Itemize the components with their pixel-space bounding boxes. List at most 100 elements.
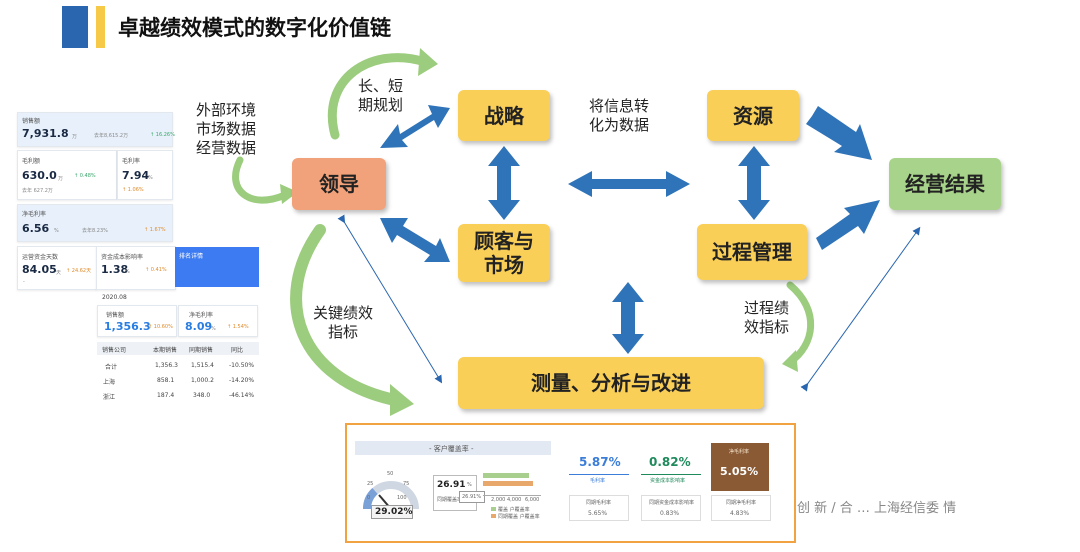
curve-process-measure <box>786 281 815 366</box>
coverage-sub: 同期覆盖率 <box>437 497 463 503</box>
arrow-center-horizontal <box>568 171 690 197</box>
card-net[interactable]: 净毛利率 6.56 % 去年8.23% ↑ 1.67% <box>17 204 173 242</box>
kpi3-sub-value: 4.83% <box>730 510 750 517</box>
card-sales-ly: 去年8,615.2万 <box>94 133 129 139</box>
gauge-tick-50: 50 <box>387 471 394 477</box>
card-gross[interactable]: 毛利额 630.0 万 ↑ 0.48% 去年 627.2万 <box>17 150 117 200</box>
arrow-resource-result <box>806 106 872 160</box>
month-net-label: 净毛利率 <box>189 312 214 319</box>
label-process-kpi: 过程绩 效指标 <box>744 299 790 336</box>
dashboard-date: 2020.08 <box>102 294 127 301</box>
node-strategy[interactable]: 战略 <box>458 90 550 141</box>
table-row-total-yoy: -10.50% <box>229 362 255 369</box>
legend-1: 覆盖 户覆盖率 <box>498 507 530 513</box>
th-company: 销售公司 <box>102 347 127 354</box>
node-leader[interactable]: 领导 <box>292 158 386 210</box>
node-resource[interactable]: 资源 <box>707 90 799 141</box>
th-yoy: 同比 <box>231 347 244 354</box>
card-month-net[interactable]: 净毛利率 8.09 % ↑ 1.54% <box>178 305 258 337</box>
legend-swatch-2 <box>491 514 496 518</box>
card-cost-label: 资金成本影响率 <box>101 254 144 261</box>
card-gross-rate[interactable]: 毛利率 7.94 % ↑ 1.06% <box>117 150 173 200</box>
kpi2-value: 0.82% <box>649 455 691 469</box>
kpi2-underline <box>641 474 701 475</box>
th-current: 本期销售 <box>153 347 178 354</box>
card-cost[interactable]: 资金成本影响率 1.38 % ↑ 0.41% <box>96 246 176 290</box>
curve-leader-planning <box>327 53 430 140</box>
coverage-tip: 26.91% <box>459 491 485 503</box>
gauge-tick-0: 0 <box>367 495 371 501</box>
legend-2: 同期覆盖 户覆盖率 <box>498 514 540 520</box>
page-title: 卓越绩效模式的数字化价值链 <box>118 16 391 40</box>
table-row-zj-prior: 348.0 <box>193 392 211 399</box>
bar-tick-4000: 4,000 <box>507 497 522 503</box>
card-gross-value: 630.0 <box>22 169 57 182</box>
arrow-leader-strategy <box>380 105 450 148</box>
curve-head-planning <box>418 48 438 76</box>
month-net-pct: ↑ 1.54% <box>227 324 249 330</box>
kpi1-sub-label: 同期毛利率 <box>586 500 612 506</box>
curve-head-process <box>782 350 798 372</box>
gauge-tick-100: 100 <box>397 495 407 501</box>
table-row-zj-yoy: -46.14% <box>229 392 255 399</box>
month-net-value: 8.09 <box>185 320 213 333</box>
th-prior: 同期销售 <box>189 347 214 354</box>
kpi1-value: 5.87% <box>579 455 621 469</box>
kpi1-underline <box>569 474 629 475</box>
gauge-value-box: 29.02% <box>371 505 413 519</box>
rank-label: 排名详情 <box>179 253 204 260</box>
card-days[interactable]: 运营资金天数 84.05 天 ↑ 24.62天 - <box>17 246 97 290</box>
bottom-dashboard: - 客户覆盖率 - 0 25 50 75 100 29.02% 26.91 % … <box>345 423 796 543</box>
month-sales-pct: ↑ 10.60% <box>148 324 173 330</box>
kpi3-sub-box: 同期净毛利率 4.83% <box>711 495 771 521</box>
legend-swatch-1 <box>491 507 496 511</box>
header-blue-bar <box>62 6 88 48</box>
bar-tick-2000: 2,000 <box>491 497 506 503</box>
table-row-sh-prior: 1,000.2 <box>191 377 214 384</box>
card-cost-value: 1.38 <box>101 263 129 276</box>
card-month-sales[interactable]: 销售额 1,356.3 ↑ 10.60% <box>97 305 177 337</box>
table-row-total-cur: 1,356.3 <box>155 362 178 369</box>
card-gross-rate-label: 毛利率 <box>122 158 141 165</box>
node-process[interactable]: 过程管理 <box>697 224 807 280</box>
gauge-tick-25: 25 <box>367 481 374 487</box>
card-days-unit: 天 <box>56 270 62 276</box>
rank-panel[interactable]: 排名详情 <box>175 247 259 287</box>
card-net-ly: 去年8.23% <box>82 228 108 234</box>
card-sales-pct: ↑ 16.26% <box>150 132 175 138</box>
month-sales-label: 销售额 <box>106 312 125 319</box>
kpi3-card: 净毛利率 5.05% <box>711 443 769 491</box>
arrow-leader-customer <box>380 218 450 262</box>
card-gross-pct: ↑ 0.48% <box>74 173 96 179</box>
card-gross-rate-pct: ↑ 1.06% <box>122 187 144 193</box>
kpi1-sub-value: 5.65% <box>588 510 608 517</box>
curve-head-measure <box>390 384 414 416</box>
card-cost-unit: % <box>125 269 130 275</box>
node-measure[interactable]: 测量、分析与改进 <box>458 357 764 409</box>
label-external: 外部环境 市场数据 经营数据 <box>196 101 257 157</box>
sales-table: 销售公司 本期销售 同期销售 同比 合计 1,356.3 1,515.4 -10… <box>97 342 259 404</box>
card-net-unit: % <box>54 228 59 234</box>
bar-prior-coverage <box>483 481 533 486</box>
watermark: 创 新 / 合 … 上海经信委 情 <box>797 501 957 516</box>
sales-table-header <box>97 342 259 355</box>
node-customer[interactable]: 顾客与 市场 <box>458 224 550 282</box>
bar-tick-6000: 6,000 <box>525 497 540 503</box>
card-gross-ly: 去年 627.2万 <box>22 188 53 194</box>
kpi1-sub-box: 同期毛利率 5.65% <box>569 495 629 521</box>
coverage-unit: % <box>467 482 472 488</box>
card-days-value: 84.05 <box>22 263 57 276</box>
table-row-total-prior: 1,515.4 <box>191 362 214 369</box>
bar-axis <box>483 495 541 496</box>
label-planning: 长、短 期规划 <box>358 77 404 114</box>
card-days-pct: ↑ 24.62天 <box>66 268 92 274</box>
card-sales-label: 销售额 <box>22 118 41 125</box>
kpi2-sub-label: 同期资金成本影响率 <box>649 500 695 506</box>
card-gross-unit: 万 <box>58 176 64 182</box>
card-sales[interactable]: 销售额 7,931.8 万 去年8,615.2万 ↑ 16.26% <box>17 112 175 147</box>
kpi2-label: 资金成本影响率 <box>650 478 686 484</box>
card-gross-label: 毛利额 <box>22 158 41 165</box>
node-result[interactable]: 经营结果 <box>889 158 1001 210</box>
coverage-tip-text: 26.91% <box>462 494 482 500</box>
table-row-sh-cur: 858.1 <box>157 377 175 384</box>
